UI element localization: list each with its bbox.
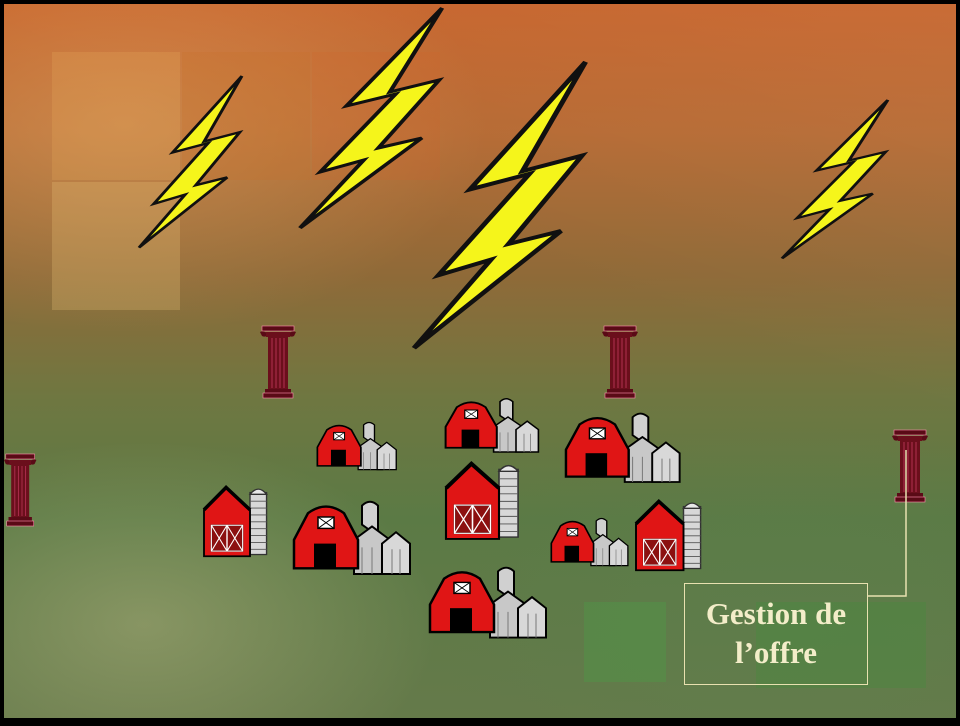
offer-callout: Gestion de l’offre — [684, 583, 868, 685]
lightning-bolt-icon — [137, 74, 244, 250]
barn-silo-icon — [316, 421, 398, 471]
bg-tile — [52, 52, 180, 180]
ionic-column-icon — [601, 325, 639, 399]
slide: Gestion de l’offre — [4, 4, 956, 718]
lightning-bolt-icon — [414, 62, 586, 348]
barn-silo-icon — [634, 499, 703, 573]
barn-silo-icon — [202, 485, 269, 559]
ionic-column-icon — [259, 325, 297, 399]
lightning-bolt-icon — [780, 98, 890, 261]
ionic-column-icon — [891, 429, 929, 503]
callout-connector — [868, 450, 907, 597]
lightning-bolt-icon — [300, 8, 442, 228]
barn-silo-icon — [446, 464, 518, 539]
callout-line-2: l’offre — [734, 635, 818, 670]
clipart-layer — [4, 4, 929, 639]
callout-line-1: Gestion de — [705, 596, 847, 632]
barn-silo-icon — [428, 566, 548, 639]
barn-silo-icon — [550, 517, 629, 567]
bg-tile — [584, 602, 666, 682]
ionic-column-icon — [4, 453, 37, 527]
barn-silo-icon — [564, 412, 681, 484]
bg-tile — [756, 602, 926, 688]
barn-silo-icon — [292, 500, 412, 576]
barn-silo-icon — [444, 397, 540, 454]
